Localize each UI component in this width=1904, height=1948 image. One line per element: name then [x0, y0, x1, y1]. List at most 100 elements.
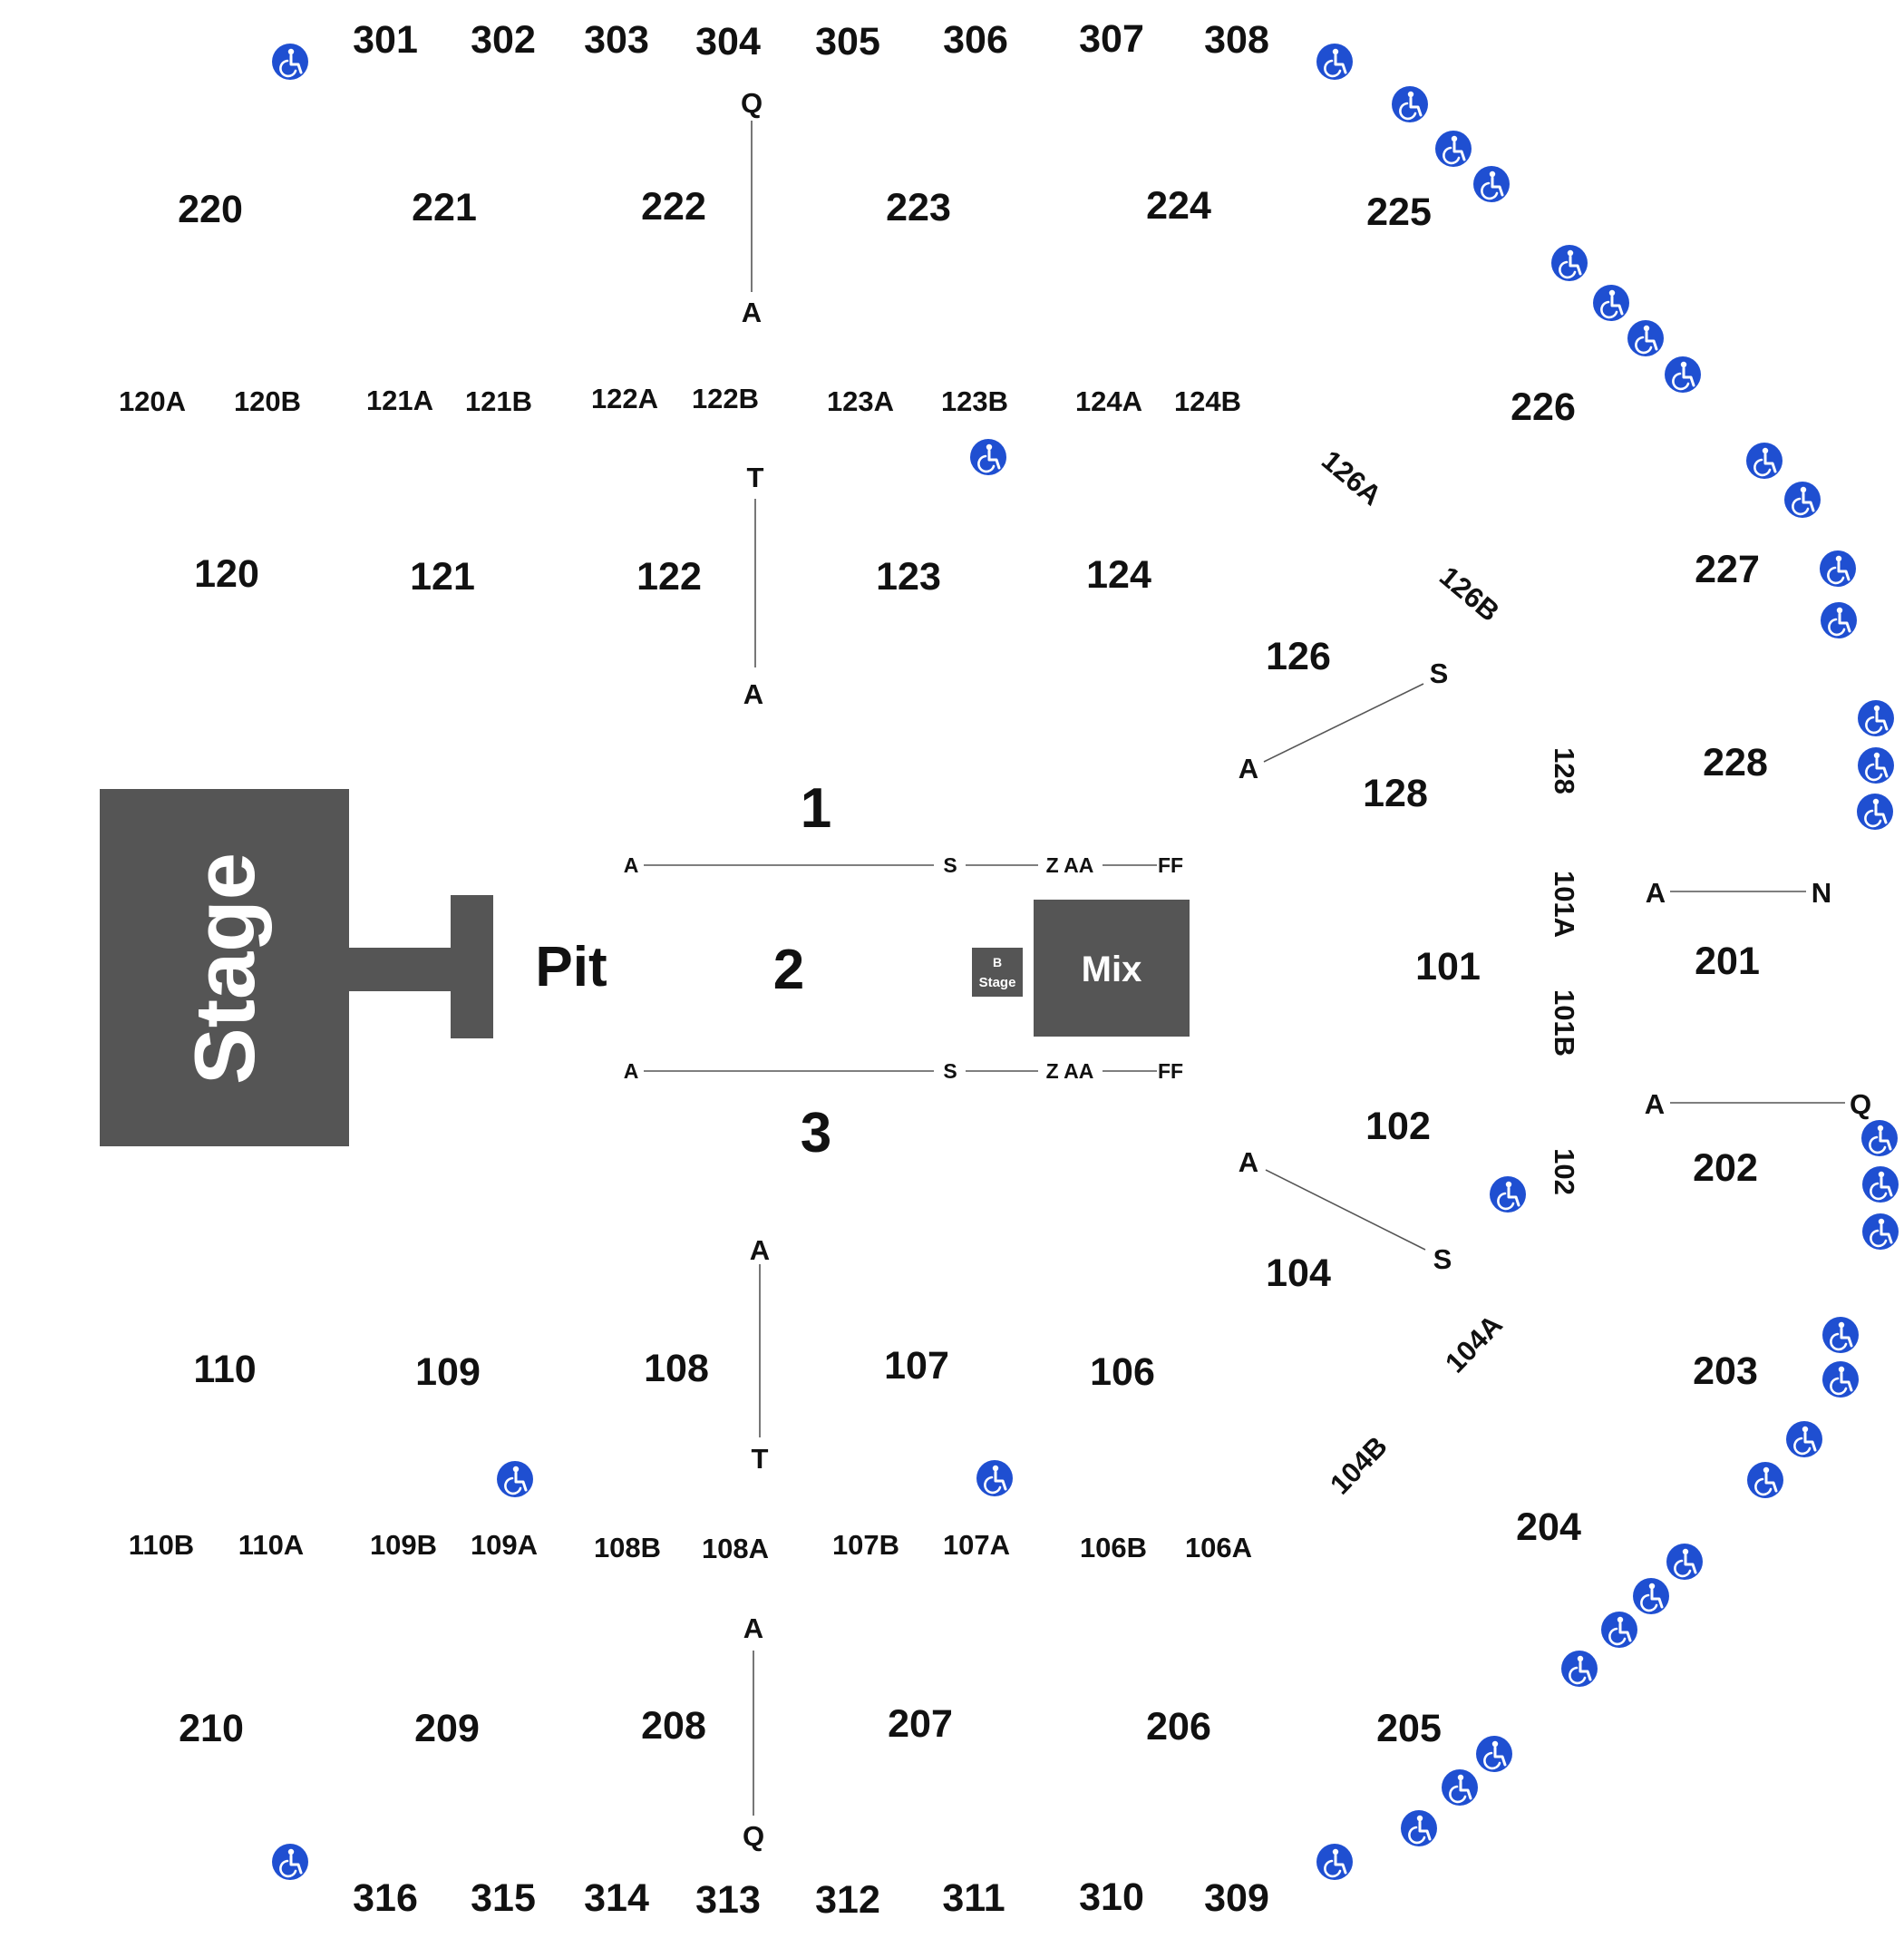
wheelchair-icon[interactable] — [968, 437, 1008, 477]
section-122[interactable]: 122 — [636, 555, 702, 599]
section-221[interactable]: 221 — [412, 186, 477, 229]
wheelchair-icon[interactable] — [1860, 1118, 1899, 1158]
wheelchair-icon[interactable] — [1856, 745, 1896, 785]
wheelchair-icon[interactable] — [1744, 441, 1784, 481]
section-107a[interactable]: 107A — [943, 1529, 1010, 1561]
wheelchair-icon[interactable] — [1663, 355, 1703, 394]
wheelchair-icon[interactable] — [1591, 283, 1631, 323]
section-109b[interactable]: 109B — [370, 1529, 437, 1561]
section-106[interactable]: 106 — [1090, 1350, 1155, 1394]
section-120a[interactable]: 120A — [119, 385, 186, 417]
section-209[interactable]: 209 — [414, 1707, 480, 1750]
wheelchair-icon[interactable] — [1474, 1734, 1514, 1774]
section-305[interactable]: 305 — [815, 20, 880, 63]
section-226[interactable]: 226 — [1511, 385, 1576, 429]
section-311[interactable]: 311 — [942, 1876, 1005, 1920]
wheelchair-icon[interactable] — [1626, 318, 1666, 358]
section-123a[interactable]: 123A — [827, 385, 894, 417]
section-126b[interactable]: 126B — [1433, 560, 1505, 628]
section-208[interactable]: 208 — [641, 1704, 706, 1748]
wheelchair-icon[interactable] — [1440, 1768, 1480, 1807]
section-108a[interactable]: 108A — [702, 1533, 769, 1564]
section-223[interactable]: 223 — [886, 186, 951, 229]
section-104b[interactable]: 104B — [1324, 1430, 1394, 1501]
section-106b[interactable]: 106B — [1080, 1532, 1147, 1563]
section-107[interactable]: 107 — [884, 1344, 949, 1388]
section-121b[interactable]: 121B — [465, 385, 532, 417]
section-124b[interactable]: 124B — [1174, 385, 1241, 417]
section-210[interactable]: 210 — [179, 1707, 244, 1750]
wheelchair-icon[interactable] — [1860, 1164, 1900, 1204]
section-126a[interactable]: 126A — [1316, 444, 1387, 511]
floor-section-1[interactable]: 1 — [801, 777, 831, 840]
section-316[interactable]: 316 — [353, 1876, 418, 1920]
wheelchair-icon[interactable] — [1855, 792, 1895, 832]
section-123[interactable]: 123 — [876, 555, 941, 599]
section-107b[interactable]: 107B — [832, 1529, 899, 1561]
section-308[interactable]: 308 — [1204, 18, 1269, 62]
section-122b[interactable]: 122B — [692, 383, 759, 414]
section-108[interactable]: 108 — [644, 1347, 709, 1390]
wheelchair-icon[interactable] — [1784, 1419, 1824, 1459]
wheelchair-icon[interactable] — [1315, 1842, 1355, 1882]
section-225[interactable]: 225 — [1366, 190, 1432, 234]
section-312[interactable]: 312 — [815, 1878, 880, 1922]
wheelchair-icon[interactable] — [1599, 1610, 1639, 1650]
wheelchair-icon[interactable] — [1472, 164, 1511, 204]
section-304[interactable]: 304 — [695, 20, 761, 63]
section-126[interactable]: 126 — [1266, 635, 1331, 678]
wheelchair-icon[interactable] — [1631, 1576, 1671, 1616]
section-302[interactable]: 302 — [471, 18, 536, 62]
pit-label[interactable]: Pit — [535, 936, 607, 998]
section-224[interactable]: 224 — [1146, 184, 1211, 228]
section-120[interactable]: 120 — [194, 552, 259, 596]
section-201[interactable]: 201 — [1695, 940, 1760, 983]
wheelchair-icon[interactable] — [1860, 1212, 1900, 1252]
section-110b[interactable]: 110B — [129, 1529, 194, 1561]
section-101[interactable]: 101 — [1415, 945, 1481, 989]
wheelchair-icon[interactable] — [495, 1459, 535, 1499]
section-301[interactable]: 301 — [353, 18, 418, 62]
wheelchair-icon[interactable] — [1488, 1174, 1528, 1214]
wheelchair-icon[interactable] — [270, 42, 310, 82]
section-202[interactable]: 202 — [1693, 1146, 1758, 1190]
section-124[interactable]: 124 — [1086, 553, 1151, 597]
wheelchair-icon[interactable] — [975, 1458, 1015, 1498]
section-120b[interactable]: 120B — [234, 385, 301, 417]
section-303[interactable]: 303 — [584, 18, 649, 62]
wheelchair-icon[interactable] — [1819, 600, 1859, 640]
floor-section-2[interactable]: 2 — [773, 939, 804, 1001]
section-313[interactable]: 313 — [695, 1878, 761, 1922]
section-314[interactable]: 314 — [584, 1876, 649, 1920]
floor-section-3[interactable]: 3 — [801, 1102, 831, 1164]
section-104a[interactable]: 104A — [1439, 1309, 1509, 1379]
wheelchair-icon[interactable] — [1856, 698, 1896, 738]
wheelchair-icon[interactable] — [1559, 1649, 1599, 1689]
section-306[interactable]: 306 — [943, 18, 1008, 62]
section-205[interactable]: 205 — [1376, 1707, 1442, 1750]
section-204[interactable]: 204 — [1516, 1505, 1581, 1549]
section-128[interactable]: 128 — [1363, 772, 1428, 815]
wheelchair-icon[interactable] — [1433, 129, 1473, 169]
section-121[interactable]: 121 — [410, 555, 475, 599]
section-122a[interactable]: 122A — [591, 383, 658, 414]
section-227[interactable]: 227 — [1695, 548, 1760, 591]
section-110a[interactable]: 110A — [238, 1529, 304, 1561]
section-307[interactable]: 307 — [1079, 17, 1144, 61]
section-101b[interactable]: 101B — [1549, 989, 1580, 1057]
section-220[interactable]: 220 — [178, 188, 243, 231]
section-309[interactable]: 309 — [1204, 1876, 1269, 1920]
section-206[interactable]: 206 — [1146, 1705, 1211, 1748]
section-203[interactable]: 203 — [1693, 1349, 1758, 1393]
section-123b[interactable]: 123B — [941, 385, 1008, 417]
section-121a[interactable]: 121A — [366, 385, 433, 416]
section-222[interactable]: 222 — [641, 185, 706, 229]
wheelchair-icon[interactable] — [1783, 480, 1822, 520]
section-106a[interactable]: 106A — [1185, 1532, 1252, 1563]
section-228[interactable]: 228 — [1703, 741, 1768, 784]
section-124a[interactable]: 124A — [1075, 385, 1142, 417]
section-101a[interactable]: 101A — [1549, 871, 1580, 938]
section-109a[interactable]: 109A — [471, 1529, 538, 1561]
wheelchair-icon[interactable] — [1315, 42, 1355, 82]
section-104[interactable]: 104 — [1266, 1252, 1331, 1295]
